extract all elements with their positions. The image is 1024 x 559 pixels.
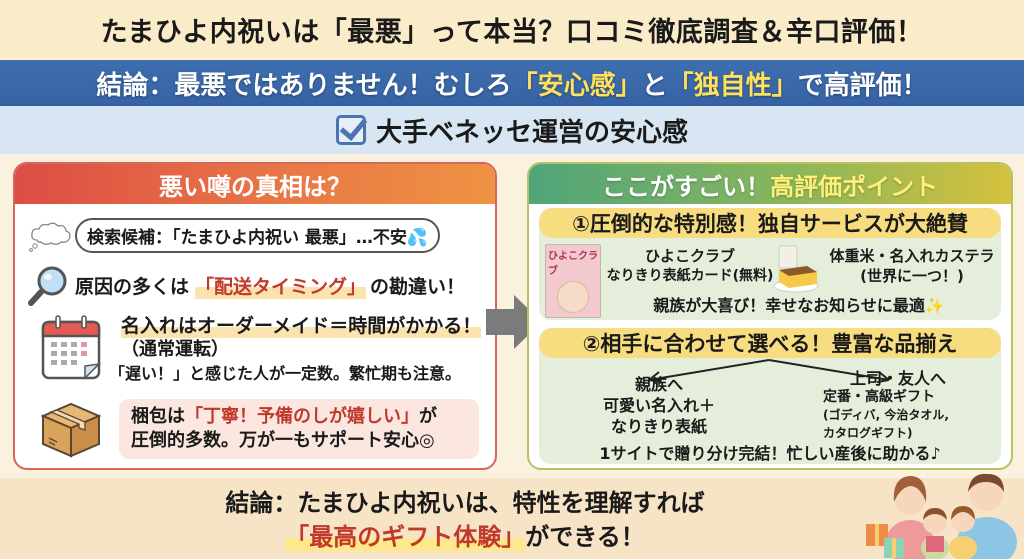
search-suggestion-pill: 検索候補：「たまひよ内祝い 最悪」…不安💦	[75, 218, 441, 253]
point2-family: 親族へ 可愛い名入れ＋ なりきり表紙	[569, 374, 749, 437]
bottom-line2-suffix: ができる！	[525, 523, 645, 551]
custom-order-line2: （通常運転）	[121, 339, 229, 360]
page-title-text: たまひよ内祝いは「最悪」って本当？口コミ徹底調査＆辛口評価！	[100, 16, 924, 48]
custom-order-row: 名入れはオーダーメイド＝時間がかかる！ （通常運転） 「遅い！」と感じた人が一定…	[39, 314, 482, 386]
point2-right-line2: 定番・高級ギフト	[823, 389, 935, 405]
thought-cloud-icon	[29, 222, 71, 252]
packaging-box: 梱包は「丁寧！予備のしが嬉しい」が 圧倒的多数。万が一もサポート安心◎	[119, 398, 479, 460]
point1-title: ①圧倒的な特別感！独自サービスが大絶賛	[539, 208, 1001, 238]
custom-order-line1: 名入れはオーダーメイド＝時間がかかる！	[121, 314, 482, 338]
point1-box: ①圧倒的な特別感！独自サービスが大絶賛 ひよこクラブ ひよこクラブ なりきり表紙…	[539, 208, 1001, 320]
packaging-prefix: 梱包は	[131, 405, 185, 427]
point1-item2: 体重米・名入れカステラ (世界に一つ！)	[827, 246, 997, 286]
search-suggestion-row: 検索候補：「たまひよ内祝い 最悪」…不安💦	[27, 218, 441, 253]
point2-right-line1: 上司・友人へ	[849, 369, 946, 388]
point2-right-line4: カタログギフト)	[823, 426, 913, 440]
high-rating-panel: ここがすごい！ 高評価ポイント ①圧倒的な特別感！独自サービスが大絶賛 ひよこク…	[527, 162, 1013, 470]
packaging-highlight: 「丁寧！予備のしが嬉しい」	[185, 405, 419, 427]
point2-box: ②相手に合わせて選べる！豊富な品揃え 親族へ 可愛い名入れ＋ なりきり表紙 上司…	[539, 328, 1001, 464]
point2-footer: 1サイトで贈り分け完結！忙しい産後に助かる♪	[599, 444, 941, 463]
point2-left-line1: 親族へ	[634, 375, 683, 394]
conclusion-middle: と	[641, 70, 668, 101]
high-rating-heading-yellow: 高評価ポイント	[770, 172, 938, 201]
magnifier-icon	[28, 266, 67, 306]
point1-item1-line2: なりきり表紙カード(無料)	[606, 268, 774, 284]
point1-item2-line1: 体重米・名入れカステラ	[829, 247, 995, 265]
point2-left-line2: 可愛い名入れ＋	[602, 396, 715, 415]
packaging-row: 梱包は「丁寧！予備のしが嬉しい」が 圧倒的多数。万が一もサポート安心◎	[39, 398, 479, 460]
conclusion-highlight-relief: 「安心感」	[511, 70, 642, 101]
bottom-conclusion: 結論：たまひよ内祝いは、特性を理解すれば 「最高のギフト体験」ができる！	[0, 486, 930, 554]
point1-footer: 親族が大喜び！幸せなお知らせに最適✨	[653, 296, 945, 315]
cardboard-box-icon	[40, 402, 102, 458]
custom-order-line3: 「遅い！」と感じた人が一定数。繁忙期も注意。	[109, 364, 462, 383]
calendar-icon	[41, 315, 102, 380]
checkbox-checked-icon	[335, 115, 366, 145]
packaging-suffix: が	[419, 405, 437, 427]
bad-rumors-panel: 悪い噂の真相は？ 検索候補：「たまひよ内祝い 最悪」…不安💦 原因の多くは 「配…	[13, 162, 497, 470]
bad-rumors-heading: 悪い噂の真相は？	[15, 164, 495, 204]
high-rating-heading-white: ここがすごい！	[602, 172, 770, 201]
conclusion-prefix: 結論：最悪ではありません！むしろ	[96, 70, 512, 101]
trust-banner: 大手ベネッセ運営の安心感	[0, 106, 1024, 154]
point2-title: ②相手に合わせて選べる！豊富な品揃え	[539, 328, 1001, 358]
bottom-line1: 結論：たまひよ内祝いは、特性を理解すれば	[225, 489, 705, 517]
cause-row: 原因の多くは 「配送タイミング」 の勘違い！	[27, 264, 465, 306]
branch-arrows-icon	[648, 359, 890, 383]
conclusion-suffix: で高評価！	[797, 70, 928, 101]
point2-right-line3: (ゴディバ, 今治タオル,	[823, 408, 949, 422]
family-with-gifts-illustration	[866, 473, 1017, 559]
cause-highlight: 「配送タイミング」	[195, 271, 367, 299]
bad-rumors-heading-text: 悪い噂の真相は？	[159, 172, 351, 201]
bottom-highlight: 「最高のギフト体験」	[285, 523, 526, 551]
point2-left-line3: なりきり表紙	[610, 417, 707, 436]
cause-suffix: の勘違い！	[370, 275, 466, 298]
point2-boss-friends: 上司・友人へ 定番・高級ギフト (ゴディバ, 今治タオル, カタログギフト)	[823, 370, 993, 442]
page-title: たまひよ内祝いは「最悪」って本当？口コミ徹底調査＆辛口評価！	[0, 0, 1024, 58]
hiyoko-club-magazine-icon: ひよこクラブ	[545, 244, 601, 318]
custom-order-text: 名入れはオーダーメイド＝時間がかかる！ （通常運転） 「遅い！」と感じた人が一定…	[109, 314, 482, 386]
packaging-line2: 圧倒的多数。万が一もサポート安心◎	[131, 430, 435, 451]
point1-item1: ひよこクラブ なりきり表紙カード(無料)	[605, 246, 775, 286]
point1-item2-line2: (世界に一つ！)	[860, 267, 964, 285]
cause-prefix: 原因の多くは	[75, 275, 190, 298]
conclusion-banner: 結論：最悪ではありません！むしろ 「安心感」 と 「独自性」 で高評価！	[0, 60, 1024, 106]
high-rating-heading: ここがすごい！ 高評価ポイント	[529, 164, 1011, 204]
trust-label: 大手ベネッセ運営の安心感	[375, 117, 688, 148]
conclusion-highlight-uniqueness: 「独自性」	[667, 70, 798, 101]
castella-icon	[773, 245, 819, 293]
point1-item1-line1: ひよこクラブ	[644, 247, 735, 265]
